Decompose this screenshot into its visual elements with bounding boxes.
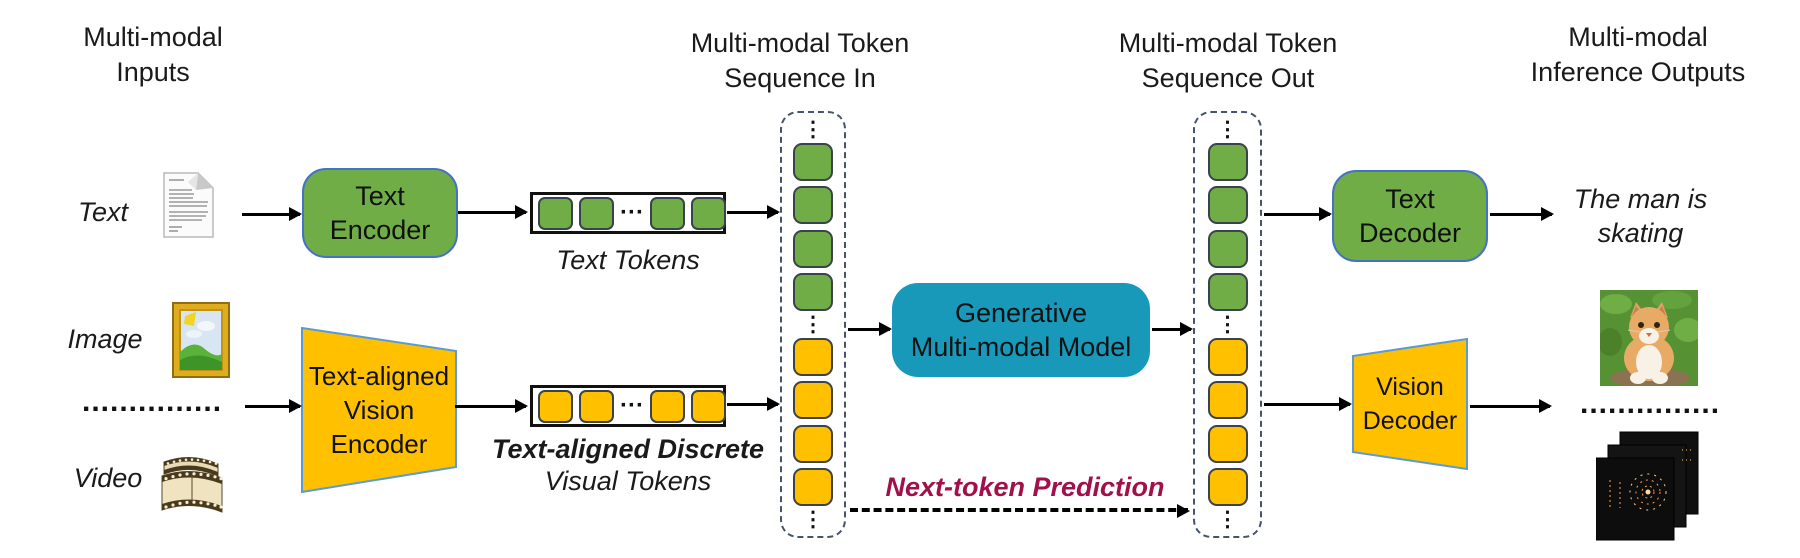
text-output: The man is skating [1573,184,1708,248]
arrow-encoder-to-visual-tokens [455,399,528,413]
vision-encoder-label: Text-aligned Vision Encoder [308,361,450,459]
green-token [579,196,614,230]
green-token [793,229,833,268]
arrow-visual-tokens-to-sequence-in [727,397,780,411]
generative-multimodal-model-box: Generative Multi-modal Model [892,283,1150,377]
input-modality-ellipsis: ............... [82,385,223,418]
visual-token-row: ··· [530,385,726,427]
arrow-next-token-prediction [850,504,1190,518]
ellipsis-vertical: ⋮ [1217,118,1238,141]
green-token [1207,143,1248,182]
yellow-token [1207,338,1248,377]
yellow-token [1207,467,1248,506]
input-label-video: Video [73,463,143,493]
green-token [649,196,685,230]
arrow-text-decoder-to-output [1490,207,1554,221]
green-token [1207,186,1248,225]
token-sequence-in-column: ⋮ ⋮ ⋮ [780,111,846,538]
text-document-icon [158,170,218,245]
arrow-sequence-out-to-vision-decoder [1264,397,1352,411]
yellow-token [579,389,614,423]
visual-tokens-label-line1: Text-aligned Discrete [491,434,765,464]
arrow-text-to-encoder [242,207,302,221]
heading-token-sequence-out: Multi-modal Token Sequence Out [1118,28,1338,93]
green-token [793,143,833,182]
yellow-token [649,389,685,423]
arrow-sequence-out-to-text-decoder [1264,207,1332,221]
green-token [793,272,833,311]
ellipsis-horizontal: ··· [620,392,644,419]
arrow-visual-to-encoder [245,399,302,413]
yellow-token [690,389,726,423]
output-modality-ellipsis: ............... [1580,387,1721,420]
ellipsis-vertical: ⋮ [1217,507,1238,531]
arrow-vision-decoder-to-output [1470,399,1552,413]
green-token [538,196,573,230]
arrow-model-to-sequence-out [1152,322,1193,336]
green-token [1207,272,1248,311]
text-tokens-label: Text Tokens [556,245,700,275]
heading-inference-outputs: Multi-modal Inference Outputs [1530,22,1746,87]
ellipsis-vertical: ⋮ [802,507,824,531]
yellow-token [793,467,833,506]
ellipsis-vertical: ⋮ [802,118,824,141]
video-frames-output [1595,430,1700,547]
image-frame-icon [172,302,230,383]
text-encoder-box: Text Encoder [302,168,458,258]
ellipsis-vertical: ⋮ [1217,312,1238,336]
text-token-row: ··· [530,192,726,234]
green-token [1207,229,1248,268]
heading-multimodal-inputs: Multi-modal Inputs [83,22,223,87]
arrow-sequence-in-to-model [848,322,892,336]
vision-encoder-trapezoid: Text-aligned Vision Encoder [301,327,457,493]
token-sequence-out-column: ⋮ ⋮ ⋮ [1193,111,1262,538]
ellipsis-horizontal: ··· [620,199,644,226]
yellow-token [1207,424,1248,463]
yellow-token [793,424,833,463]
yellow-token [538,389,573,423]
visual-tokens-label-line2: Visual Tokens [544,466,712,496]
vision-decoder-label: Vision Decoder [1362,373,1458,435]
video-filmstrip-icon [156,450,226,525]
next-token-prediction-label: Next-token Prediction [885,472,1165,502]
green-token [793,186,833,225]
text-decoder-box: Text Decoder [1332,170,1488,262]
yellow-token [793,338,833,377]
green-token [690,196,726,230]
input-label-text: Text [77,197,129,227]
arrow-encoder-to-text-tokens [458,205,528,219]
yellow-token [793,381,833,420]
cat-image-output [1598,290,1702,391]
input-label-image: Image [67,324,143,354]
yellow-token [1207,381,1248,420]
arrow-text-tokens-to-sequence-in [727,205,780,219]
heading-token-sequence-in: Multi-modal Token Sequence In [690,28,910,93]
ellipsis-vertical: ⋮ [802,312,824,336]
vision-decoder-trapezoid: Vision Decoder [1352,338,1468,470]
